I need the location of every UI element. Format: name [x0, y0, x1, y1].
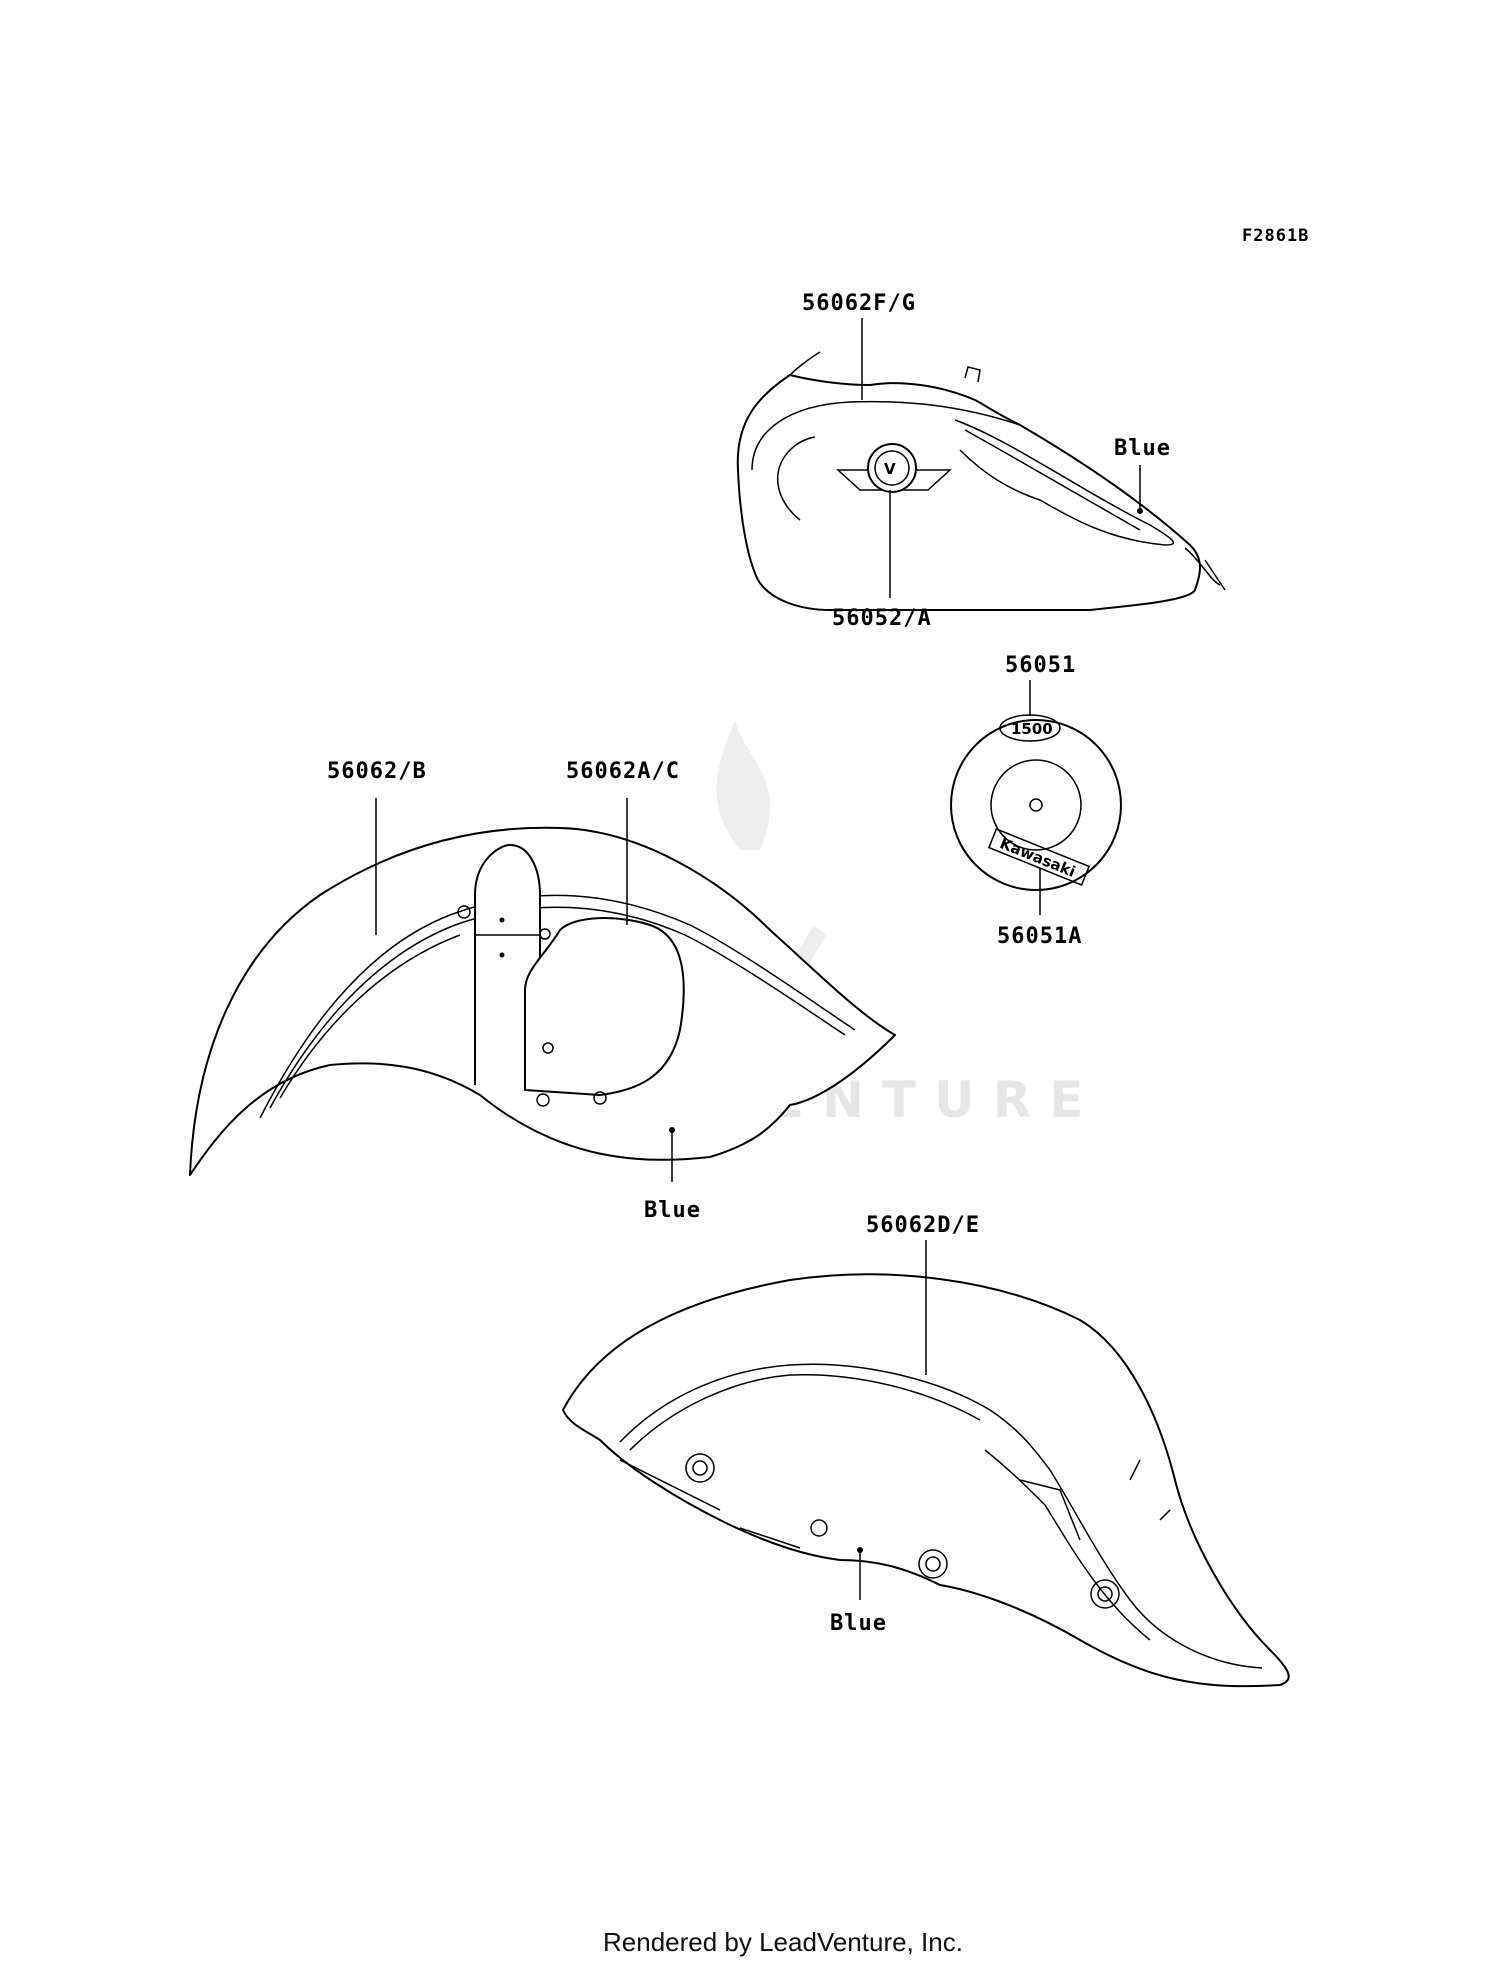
fuel-tank-illustration: V — [736, 351, 1226, 611]
label-56051A: 56051A — [997, 924, 1082, 949]
footer-credit: Rendered by LeadVenture, Inc. — [603, 1927, 963, 1957]
figure-code: F2861B — [1242, 226, 1309, 246]
label-56062B: 56062/B — [327, 759, 427, 784]
label-tank-blue: Blue — [1114, 436, 1171, 461]
side-cover-emblem: 1500 Kawasaki — [950, 714, 1122, 891]
tank-emblem: V — [836, 443, 952, 493]
tank-emblem-letter: V — [884, 460, 896, 478]
label-rear-blue: Blue — [830, 1611, 887, 1636]
cap-top-logo: 1500 — [1011, 720, 1053, 738]
label-56051: 56051 — [1005, 653, 1076, 678]
front-fender-illustration — [189, 826, 896, 1176]
rear-fender-illustration — [562, 1273, 1290, 1688]
label-front-blue: Blue — [644, 1198, 701, 1223]
label-56062DE: 56062D/E — [866, 1213, 980, 1238]
label-56052A: 56052/A — [832, 606, 932, 631]
label-56062FG: 56062F/G — [802, 291, 916, 316]
label-56062AC: 56062A/C — [566, 759, 680, 784]
